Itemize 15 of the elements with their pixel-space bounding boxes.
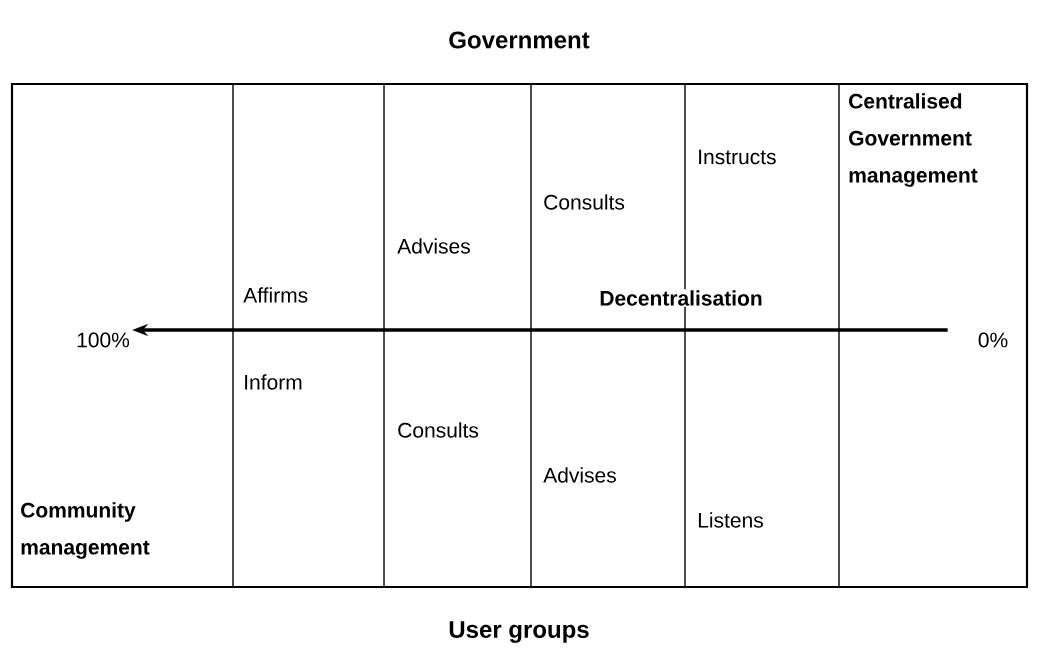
edge-label: Decentralisation bbox=[598, 289, 764, 307]
axis-label: User groups bbox=[449, 621, 589, 643]
cell-text: Listens bbox=[698, 512, 763, 528]
cell-text: Consults bbox=[398, 422, 479, 438]
cell-text: Advises bbox=[543, 467, 616, 483]
cell-text: Affirms bbox=[243, 287, 308, 303]
cell-heading: Centralised Government management bbox=[849, 93, 978, 187]
cell-heading: Community management bbox=[21, 502, 150, 559]
cell-text: Advises bbox=[397, 238, 470, 254]
cell-text: Instructs bbox=[699, 149, 776, 165]
cell-text: Inform bbox=[245, 374, 302, 390]
title: Government bbox=[449, 31, 590, 49]
axis-end-label: 100% bbox=[77, 332, 130, 348]
cell-text: Consults bbox=[544, 194, 625, 210]
axis-end-label: 0% bbox=[978, 332, 1008, 348]
